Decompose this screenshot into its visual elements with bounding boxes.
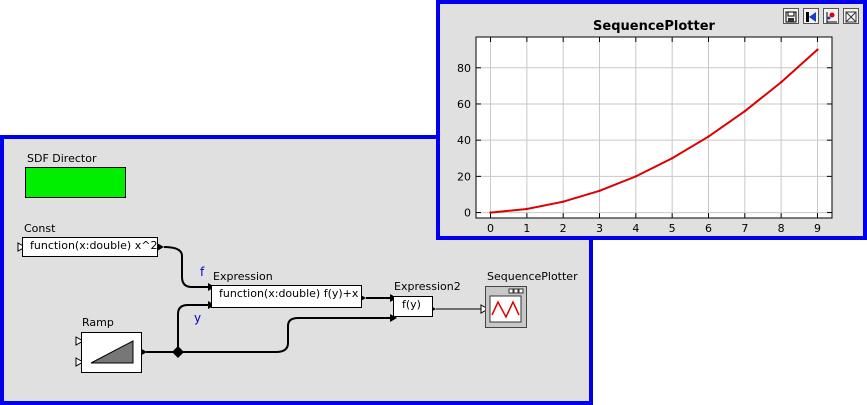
x-tick-label: 1 [523, 222, 530, 235]
y-tick-label: 20 [457, 170, 471, 183]
series-line [490, 48, 819, 214]
ramp-input-port-1 [75, 336, 85, 346]
relation-junction [172, 346, 184, 358]
const-output-port [157, 243, 164, 251]
ramp-name: Ramp [82, 316, 114, 329]
fill-button[interactable] [803, 8, 819, 24]
y-tick-label: 60 [457, 98, 471, 111]
const-name: Const [24, 222, 56, 235]
reset-axes-icon [826, 12, 837, 23]
data-point [598, 189, 601, 193]
x-tick-label: 4 [632, 222, 639, 235]
data-point [779, 81, 783, 84]
x-tick-label: 7 [741, 222, 748, 235]
sequence-plotter-actor[interactable] [485, 286, 527, 328]
y-tick-label: 40 [457, 134, 471, 147]
data-point [670, 157, 674, 160]
const-actor[interactable]: function(x:double) x^2 [22, 237, 158, 257]
x-tick-label: 6 [705, 222, 712, 235]
ramp-input-port-2 [75, 357, 85, 367]
data-point [561, 200, 565, 203]
plotter-graph-icon [489, 288, 524, 323]
const-trigger-port [17, 242, 27, 252]
zoom-button[interactable] [843, 8, 859, 24]
save-button[interactable] [783, 8, 799, 24]
ramp-icon [90, 340, 134, 364]
x-tick-label: 9 [814, 222, 821, 235]
data-point [489, 211, 492, 214]
sdf-director[interactable] [25, 167, 126, 198]
plotter-name: SequencePlotter [487, 270, 578, 283]
ramp-actor[interactable] [81, 332, 142, 373]
relation-junction-to-expr2 [178, 317, 390, 353]
expression2-input-2 [390, 314, 397, 322]
y-tick-label: 80 [457, 62, 471, 75]
x-tick-label: 3 [596, 222, 603, 235]
data-point [743, 110, 747, 113]
reset-axes-button[interactable] [823, 8, 839, 24]
data-point [707, 135, 710, 138]
data-point [634, 175, 638, 178]
port-label-f: f [200, 265, 205, 279]
sequence-plot[interactable]: SequencePlotter 0 1 2 3 4 5 6 7 8 9 0 20 40 60 80 [440, 4, 863, 236]
director-label: SDF Director [27, 152, 97, 165]
relation-const-to-f [163, 246, 208, 288]
expression2-actor[interactable]: f(y) [393, 296, 433, 317]
connections [17, 242, 490, 367]
y-tick-label: 0 [464, 207, 471, 220]
plot-window[interactable]: SequencePlotter 0 1 2 3 4 5 6 7 8 9 0 20 40 60 80 [436, 0, 867, 240]
expression-actor[interactable]: function(x:double) f(y)+x [211, 285, 362, 308]
port-label-y: y [194, 311, 202, 325]
fill-icon [806, 12, 816, 22]
x-tick-label: 8 [778, 222, 785, 235]
x-tick-label: 0 [487, 222, 494, 235]
plot-area [475, 36, 833, 219]
zoom-icon [845, 11, 857, 23]
expression2-name: Expression2 [394, 280, 461, 293]
save-icon [785, 11, 797, 23]
relation-junction-to-y [177, 304, 208, 352]
expression-name: Expression [213, 270, 273, 283]
chart-title: SequencePlotter [593, 19, 715, 34]
data-point [816, 48, 819, 51]
data-point [525, 207, 529, 211]
plotter-input-port [480, 304, 490, 314]
x-tick-label: 5 [669, 222, 676, 235]
x-tick-label: 2 [560, 222, 567, 235]
